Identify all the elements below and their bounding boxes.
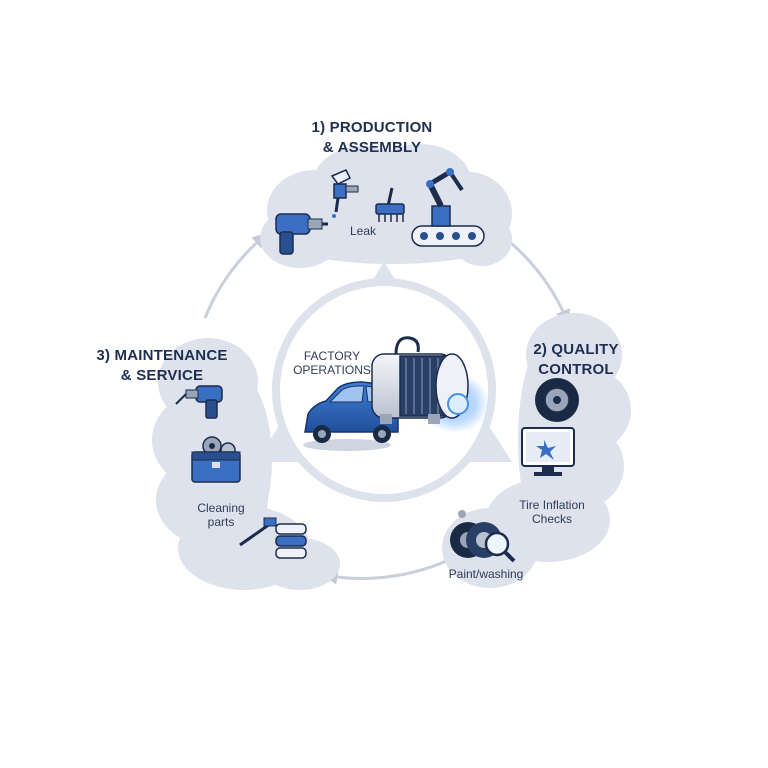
stage-1-title: 1) PRODUCTION & ASSEMBLY	[288, 118, 456, 158]
arrow-maintenance-to-production	[203, 233, 268, 319]
stage-2-item: Tire Inflation Checks	[500, 498, 604, 526]
motor-pump-icon	[371, 336, 489, 433]
arrow-production-to-quality	[504, 236, 570, 325]
stage-2-title-line1: 2) QUALITY	[533, 341, 619, 358]
spray-gun-icon	[330, 169, 359, 218]
stage-3-item: Cleaning parts	[186, 501, 256, 529]
brush-icon	[375, 187, 405, 222]
stage-3-title: 3) MAINTENANCE & SERVICE	[82, 346, 242, 386]
cycle-arrows	[203, 233, 570, 585]
arrow-quality-to-maintenance	[322, 555, 456, 585]
tire-icon	[535, 378, 579, 422]
drill-icon	[175, 385, 223, 419]
stage-2-title: 2) QUALITY CONTROL	[506, 340, 646, 380]
center-label-line2: OPERATIONS	[293, 363, 371, 377]
stage-2-footer: Paint/washing	[448, 567, 524, 581]
stage-1-title-line2: & ASSEMBLY	[322, 139, 422, 156]
center-label: FACTORY OPERATIONS	[288, 349, 376, 377]
monitor-icon	[521, 427, 575, 476]
stage-2-item-line1: Tire Inflation	[519, 498, 585, 512]
toolbox-gears-icon	[191, 436, 241, 483]
stage-1-title-line1: 1) PRODUCTION	[311, 119, 433, 136]
stage-1-item-leak: Leak	[349, 224, 377, 238]
stage-3-title-line1: 3) MAINTENANCE	[96, 347, 228, 364]
stage-2-item-line2: Checks	[531, 512, 572, 526]
stage-3-item-line1: Cleaning	[197, 501, 245, 515]
tire-inspection-icon	[450, 510, 516, 563]
robot-arm-conveyor-icon	[411, 168, 485, 247]
stage-2-title-line2: CONTROL	[538, 361, 614, 378]
stage-3-item-line2: parts	[207, 515, 235, 529]
pressure-washer-icon	[239, 517, 307, 559]
center-label-line1: FACTORY	[303, 349, 361, 363]
impact-wrench-icon	[275, 213, 328, 255]
stage-3-title-line2: & SERVICE	[120, 367, 204, 384]
